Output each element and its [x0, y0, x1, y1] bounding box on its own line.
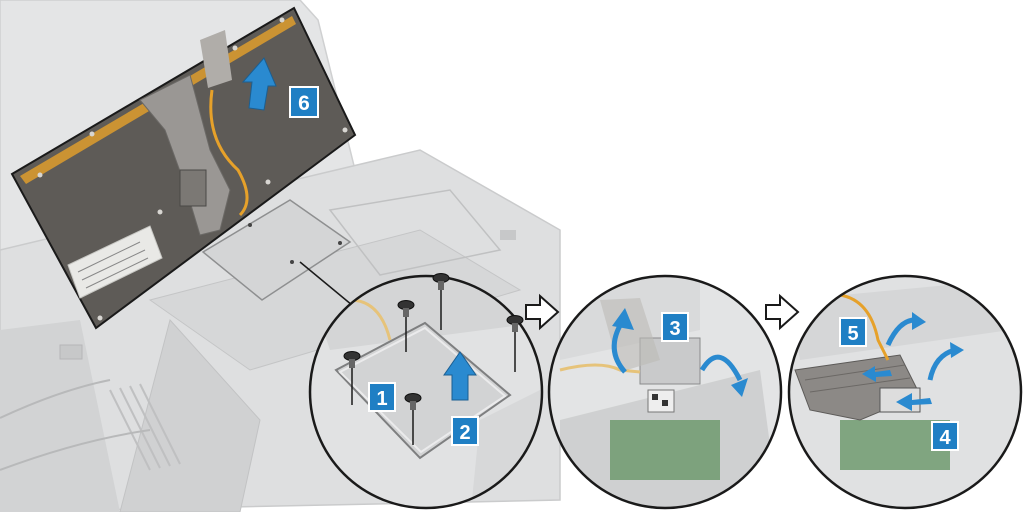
step-badge-1: 1 — [368, 382, 396, 412]
svg-text:5: 5 — [847, 323, 858, 345]
svg-text:4: 4 — [939, 427, 951, 449]
screw-icon — [506, 315, 524, 372]
svg-text:6: 6 — [298, 92, 310, 115]
step-badge-4: 4 — [931, 421, 959, 451]
svg-text:3: 3 — [669, 318, 680, 340]
step-badge-2: 2 — [451, 416, 479, 446]
detail-circle-3 — [787, 274, 1023, 510]
step-badge-5: 5 — [839, 317, 867, 347]
rotate-arrow-icon — [699, 354, 748, 397]
qr-label-icon — [647, 389, 675, 413]
lift-arrow-icon — [443, 351, 477, 401]
slide-arrow-icon — [896, 393, 932, 411]
detail-circle-2 — [547, 274, 783, 510]
screw-icon — [404, 393, 422, 445]
callout-leader-line — [299, 261, 359, 311]
next-step-arrow-icon — [765, 293, 800, 331]
rotate-arrow-icon — [611, 308, 634, 374]
next-step-arrow-icon — [525, 293, 560, 331]
svg-text:2: 2 — [459, 422, 470, 444]
svg-text:1: 1 — [376, 388, 387, 410]
screw-icon — [397, 300, 415, 352]
rotate-arrow-icon — [885, 312, 926, 347]
shield-plate — [201, 199, 352, 301]
step-badge-3: 3 — [661, 312, 689, 342]
step-badge-6: 6 — [289, 86, 319, 118]
screw-icon — [432, 273, 450, 330]
rotate-arrow-icon — [927, 342, 964, 381]
slide-arrow-icon — [862, 366, 892, 382]
keyboard-panel — [10, 6, 357, 330]
lift-arrow-icon — [241, 57, 277, 111]
screw-icon — [343, 351, 361, 405]
